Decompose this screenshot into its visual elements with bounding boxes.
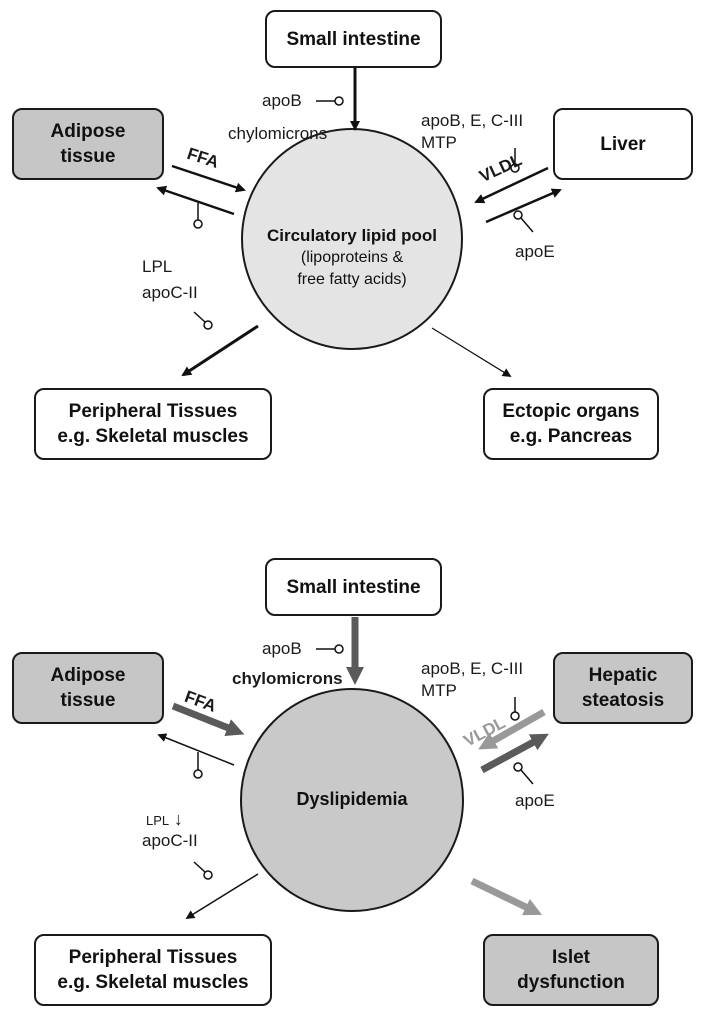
hepatic-steatosis-box-bottom: Hepatic steatosis bbox=[553, 652, 693, 724]
dyslipidemia-circle bbox=[240, 688, 464, 912]
pool-to-liver-arrow-top bbox=[485, 188, 562, 224]
peripheral-tissues-box-bottom: Peripheral Tissues e.g. Skeletal muscles bbox=[34, 934, 272, 1006]
apocii-inhibitor-top bbox=[193, 311, 213, 330]
adipose-tissue-box-bottom: Adipose tissue bbox=[12, 652, 164, 724]
apob-inhibitor-top bbox=[316, 96, 344, 106]
hepatic-steatosis-label-bottom: Hepatic steatosis bbox=[581, 665, 665, 711]
pool-to-peripheral-arrow-bottom bbox=[185, 873, 259, 919]
islet-dysfunction-box-bottom: Islet dysfunction bbox=[483, 934, 659, 1006]
apob-label-bottom: apoB bbox=[262, 639, 302, 658]
liver-apo-label-top: apoB, E, C-III MTP bbox=[421, 111, 524, 152]
apocii-label-top: apoC-II bbox=[142, 283, 198, 302]
small-intestine-box-top: Small intestine bbox=[265, 10, 442, 68]
ffa-to-pool-arrow-top bbox=[171, 164, 246, 193]
pool-to-ectopic-arrow-top bbox=[431, 327, 512, 377]
pool-to-hepatic-arrow-bottom bbox=[480, 733, 549, 774]
vldl-arrow-bottom bbox=[478, 708, 546, 750]
apocii-inhibitor-bottom bbox=[193, 861, 213, 880]
pool-to-adipose-arrow-top bbox=[156, 185, 235, 216]
adipose-tissue-label-bottom: Adipose tissue bbox=[50, 665, 126, 711]
adipose-tissue-label-top: Adipose tissue bbox=[50, 121, 126, 167]
adipose-tissue-box-top: Adipose tissue bbox=[12, 108, 164, 180]
liver-label-top: Liver bbox=[600, 133, 646, 155]
small-intestine-label-bottom: Small intestine bbox=[286, 576, 421, 598]
pool-subtitle-top: (lipoproteins & free fatty acids) bbox=[297, 249, 407, 288]
apob-label-top: apoB bbox=[262, 91, 302, 110]
liver-apo-inhibitor-bottom bbox=[510, 697, 520, 721]
apob-inhibitor-bottom bbox=[316, 644, 344, 654]
lpl-decrease-arrow: ↓ bbox=[173, 809, 183, 829]
pool-label-top: Circulatory lipid pool (lipoproteins & f… bbox=[242, 225, 462, 291]
lpl-label-top: LPL bbox=[142, 257, 173, 276]
ectopic-organs-label-top: Ectopic organs e.g. Pancreas bbox=[502, 401, 640, 447]
lpl-label-bottom: LPL ↓ bbox=[146, 808, 183, 832]
islet-dysfunction-label-bottom: Islet dysfunction bbox=[517, 947, 625, 993]
apocii-label-bottom: apoC-II bbox=[142, 831, 198, 850]
pool-label-bottom: Dyslipidemia bbox=[262, 788, 442, 810]
ffa-to-pool-arrow-bottom bbox=[171, 702, 245, 737]
pool-to-islet-arrow-bottom bbox=[470, 877, 543, 916]
liver-apo-label-bottom: apoB, E, C-III MTP bbox=[421, 659, 524, 700]
apoe-label-top: apoE bbox=[515, 242, 555, 261]
vldl-arrow-top bbox=[474, 166, 549, 204]
peripheral-tissues-label-bottom: Peripheral Tissues e.g. Skeletal muscles bbox=[57, 947, 249, 993]
lpl-inhibitor-bottom bbox=[193, 752, 203, 779]
peripheral-tissues-box-top: Peripheral Tissues e.g. Skeletal muscles bbox=[34, 388, 272, 460]
lpl-text-bottom: LPL bbox=[146, 813, 170, 828]
apoe-label-bottom: apoE bbox=[515, 791, 555, 810]
pool-to-peripheral-arrow-top bbox=[181, 324, 259, 377]
small-intestine-box-bottom: Small intestine bbox=[265, 558, 442, 616]
dyslipidemia-title: Dyslipidemia bbox=[296, 789, 408, 809]
chylomicrons-label-top: chylomicrons bbox=[228, 124, 328, 143]
liver-apo-inhibitor-top bbox=[510, 148, 520, 173]
apoe-inhibitor-bottom bbox=[513, 762, 534, 785]
pool-title-top: Circulatory lipid pool bbox=[266, 226, 437, 245]
lpl-inhibitor-top bbox=[193, 203, 203, 229]
ectopic-organs-box-top: Ectopic organs e.g. Pancreas bbox=[483, 388, 659, 460]
chylomicrons-label-bottom: chylomicrons bbox=[232, 669, 343, 688]
apoe-inhibitor-top bbox=[513, 210, 534, 233]
small-intestine-label-top: Small intestine bbox=[286, 28, 421, 50]
liver-box-top: Liver bbox=[553, 108, 693, 180]
pool-to-adipose-arrow-bottom bbox=[157, 733, 235, 766]
peripheral-tissues-label-top: Peripheral Tissues e.g. Skeletal muscles bbox=[57, 401, 249, 447]
